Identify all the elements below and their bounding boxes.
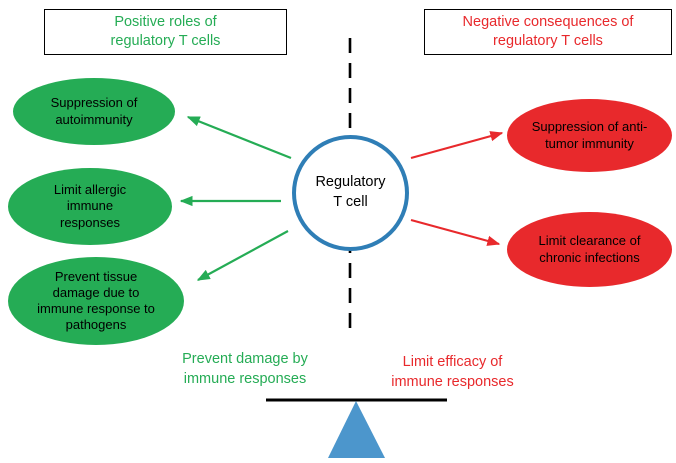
balance-label-limit-efficacy: Limit efficacy of immune responses (391, 354, 514, 391)
positive-roles-header: Positive roles of regulatory T cells (44, 9, 287, 55)
balance-label-prevent-damage: Prevent damage by immune responses (182, 351, 308, 388)
arrow-prevent-tissue-damage (196, 230, 289, 281)
node-suppression-of-autoimmunity: Suppression of autoimmunity (13, 78, 175, 145)
node-limit-allergic-immune-responses: Limit allergic immune responses (8, 168, 172, 245)
balance-fulcrum-triangle (328, 401, 385, 458)
negative-consequences-header: Negative consequences of regulatory T ce… (424, 9, 672, 55)
node-prevent-tissue-damage: Prevent tissue damage due to immune resp… (8, 257, 184, 345)
node-limit-clearance-chronic-infections: Limit clearance of chronic infections (507, 212, 672, 287)
arrow-suppression-antitumor (410, 131, 504, 160)
arrow-suppression-autoimmunity (186, 115, 292, 160)
arrow-limit-clearance (410, 218, 501, 246)
node-suppression-of-antitumor-immunity: Suppression of anti- tumor immunity (507, 99, 672, 172)
regulatory-t-cell-node: Regulatory T cell (292, 135, 409, 251)
